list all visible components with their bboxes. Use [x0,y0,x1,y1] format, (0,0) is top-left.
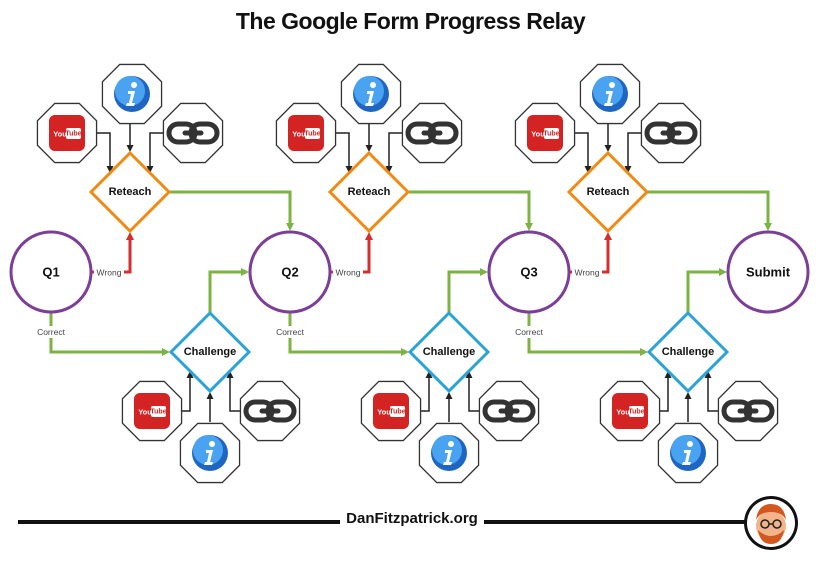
challenge-link-icon-2 [478,380,540,442]
svg-text:You: You [138,408,152,417]
diagram-title: The Google Form Progress Relay [235,8,586,34]
challenge-node-1-label: Challenge [184,346,237,358]
challenge-node-1: Challenge [168,310,252,394]
reteach-info-icon-3 [579,63,641,125]
question-node-q1-label: Q1 [42,265,59,280]
svg-text:You: You [531,130,545,139]
challenge-path-2 [447,268,488,313]
challenge-info-icon-1 [179,422,241,484]
question-node-q2-label: Q2 [281,265,298,280]
reteach-node-3: Reteach [566,150,650,234]
reteach-link-icon-1 [162,102,224,164]
svg-text:Tube: Tube [150,409,166,416]
question-node-q3: Q3 [487,230,571,314]
author-avatar [744,496,798,550]
footer-rule-left [18,520,340,524]
challenge-node-2: Challenge [407,310,491,394]
reteach-link-icon-2 [401,102,463,164]
correct-label-bg-1 [34,326,68,338]
reteach-node-3-label: Reteach [587,186,630,198]
svg-text:You: You [292,130,306,139]
correct-label-2: Correct [276,327,305,337]
challenge-node-2-label: Challenge [423,346,476,358]
challenge-link-icon-1 [239,380,301,442]
svg-text:Tube: Tube [65,131,81,138]
svg-text:You: You [616,408,630,417]
reteach-info-icon-2 [340,63,402,125]
svg-text:Tube: Tube [628,409,644,416]
correct-label-bg-3 [512,326,546,338]
wrong-label-2: Wrong [336,268,361,278]
reteach-info-icon-1 [101,63,163,125]
challenge-path-3 [686,268,727,313]
correct-label-1: Correct [37,327,66,337]
nodes-layer: Q1ReteachChallengeYouTubeYouTubeQ2Reteac… [9,63,810,484]
svg-text:You: You [377,408,391,417]
challenge-link-icon-3 [717,380,779,442]
svg-text:Tube: Tube [543,131,559,138]
reteach-node-2: Reteach [327,150,411,234]
correct-label-bg-2 [273,326,307,338]
challenge-info-icon-2 [418,422,480,484]
wrong-label-bg-1 [94,266,124,278]
svg-text:Tube: Tube [304,131,320,138]
challenge-node-3: Challenge [646,310,730,394]
question-node-q3-label: Q3 [520,265,537,280]
challenge-path-1 [208,268,249,313]
wrong-label-bg-3 [572,266,602,278]
wrong-label-bg-2 [333,266,363,278]
reteach-link-icon-3 [640,102,702,164]
svg-text:You: You [53,130,67,139]
reteach-path-3 [647,190,772,231]
svg-text:Tube: Tube [389,409,405,416]
footer-rule-right [484,520,746,524]
reteach-path-2 [408,190,533,231]
reteach-node-1-label: Reteach [109,186,152,198]
correct-path-3 [527,312,648,356]
reteach-node-1: Reteach [88,150,172,234]
challenge-node-3-label: Challenge [662,346,715,358]
challenge-info-icon-3 [657,422,719,484]
reteach-node-2-label: Reteach [348,186,391,198]
footer-site-link[interactable]: DanFitzpatrick.org [346,510,478,527]
submit-node: Submit [726,230,810,314]
wrong-label-1: Wrong [97,268,122,278]
correct-path-1 [49,312,170,356]
correct-path-2 [288,312,409,356]
wrong-label-3: Wrong [575,268,600,278]
question-node-q1: Q1 [9,230,93,314]
submit-node-label: Submit [746,265,791,280]
reteach-path-1 [169,190,294,231]
correct-label-3: Correct [515,327,544,337]
question-node-q2: Q2 [248,230,332,314]
